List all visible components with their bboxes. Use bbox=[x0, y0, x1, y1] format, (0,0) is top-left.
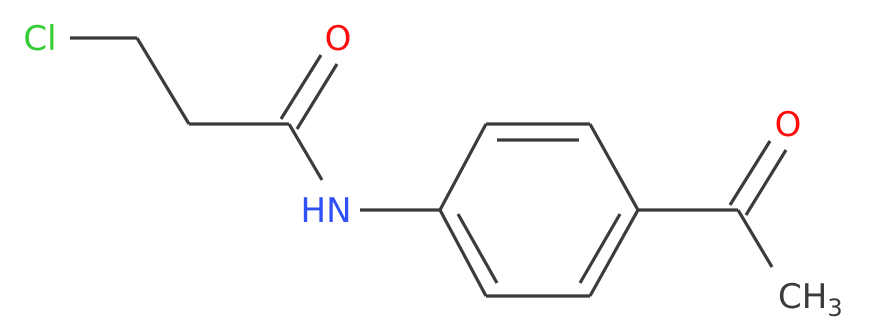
amide-oxygen-label: O bbox=[325, 19, 352, 59]
chlorine-label: Cl bbox=[23, 19, 56, 59]
amide-nitrogen-label: HN bbox=[301, 191, 352, 231]
ring-bond-1 bbox=[438, 123, 488, 211]
methyl-main-text: CH bbox=[778, 277, 827, 317]
bond-c3-n bbox=[287, 123, 324, 181]
bond-ketone-o-double-a bbox=[728, 140, 772, 206]
bond-c3-o-double-b bbox=[295, 63, 339, 130]
ring-inner-bond-2 bbox=[578, 213, 622, 284]
ring-bond-4 bbox=[588, 209, 640, 297]
atom-labels: Cl O HN O CH3 bbox=[23, 19, 842, 322]
ring-bond-3 bbox=[588, 123, 640, 211]
bonds bbox=[70, 36, 788, 298]
bond-ketone-o-double-b bbox=[744, 149, 788, 216]
ring-bond-6 bbox=[438, 209, 488, 297]
ketone-oxygen-label: O bbox=[775, 105, 802, 145]
bond-c3-o-double-a bbox=[279, 54, 323, 120]
bond-c1-c2 bbox=[135, 37, 191, 125]
methyl-subscript: 3 bbox=[827, 294, 842, 322]
ring-inner-bond-3 bbox=[456, 213, 499, 284]
methyl-label: CH3 bbox=[778, 277, 843, 322]
bond-ketone-methyl bbox=[736, 209, 774, 268]
